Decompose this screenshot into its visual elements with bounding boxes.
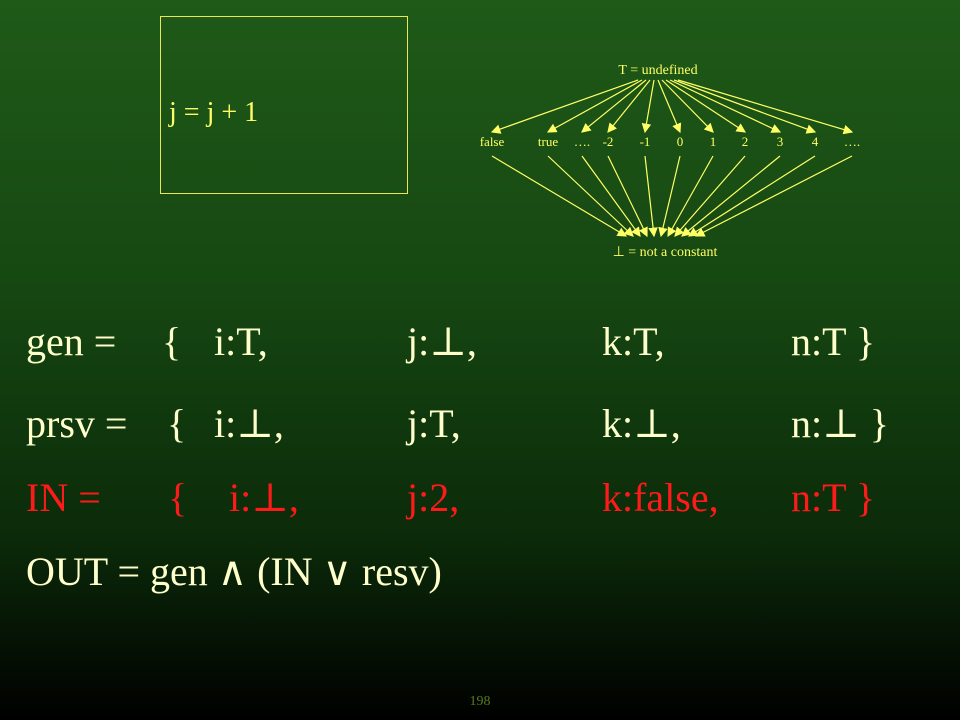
lattice-edge — [677, 79, 854, 135]
lattice-edge — [694, 155, 853, 237]
lattice-value-label: …. — [574, 134, 590, 149]
lattice-edge — [607, 155, 648, 238]
lattice-edge — [490, 79, 639, 134]
lattice-edge — [581, 79, 647, 133]
lattice-bottom-label: ⊥ = not a constant — [613, 245, 718, 260]
lattice-edge — [607, 79, 651, 133]
code-box: j = j + 1 — [160, 16, 408, 194]
lattice-values: false true …. -2 -1 0 1 2 3 4 …. — [480, 134, 860, 149]
lattice-value-label: 0 — [677, 134, 684, 149]
lattice-edge — [546, 79, 643, 133]
lattice-value-label: -1 — [640, 134, 651, 149]
lattice-edge — [657, 79, 682, 134]
lattice-value-label: false — [480, 134, 505, 149]
gen-k: k:T, — [602, 319, 665, 364]
lattice-edge — [681, 155, 781, 237]
lattice-edge — [661, 79, 714, 133]
lattice-edge — [674, 155, 746, 237]
lattice-edge — [644, 155, 658, 238]
slide-number: 198 — [469, 694, 491, 709]
in-i: i:⊥, — [229, 475, 299, 520]
code-statement: j = j + 1 — [169, 97, 259, 128]
lattice-edge — [673, 79, 817, 134]
lattice-value-label: -2 — [603, 134, 614, 149]
lattice-value-label: true — [538, 134, 558, 149]
lattice-edge — [581, 155, 641, 237]
in-k: k:false, — [602, 475, 719, 520]
lattice-top-label: T = undefined — [618, 63, 697, 78]
lattice-value-label: 4 — [812, 134, 819, 149]
lattice-edge — [547, 155, 634, 237]
lattice-edges — [490, 79, 854, 238]
lattice-value-label: 2 — [742, 134, 749, 149]
lattice-value-label: …. — [844, 134, 860, 149]
gen-label: gen = — [26, 319, 117, 364]
lattice-edge — [658, 155, 681, 238]
prsv-n: n:⊥ } — [791, 401, 889, 446]
gen-j: j:⊥, — [407, 319, 477, 364]
lattice-diagram: T = undefined ⊥ = not a constant false tr… — [480, 63, 860, 260]
gen-i: i:T, — [214, 319, 268, 364]
lattice-value-label: 1 — [710, 134, 717, 149]
in-label: IN = — [26, 475, 101, 520]
prsv-i: i:⊥, — [214, 401, 284, 446]
in-brace: { — [168, 475, 188, 520]
lattice-edge — [667, 155, 714, 238]
prsv-j: j:T, — [407, 401, 461, 446]
in-j: j:2, — [407, 475, 460, 520]
lattice-edge — [687, 155, 816, 237]
lattice-edge — [665, 79, 747, 133]
gen-brace: { — [162, 319, 182, 364]
in-n: n:T } — [791, 475, 876, 520]
lattice-edge — [491, 155, 628, 237]
gen-n: n:T } — [791, 319, 876, 364]
prsv-brace: { — [167, 401, 187, 446]
prsv-label: prsv = — [26, 401, 128, 446]
prsv-k: k:⊥, — [602, 401, 681, 446]
out-equation: OUT = gen ∧ (IN ∨ resv) — [26, 549, 442, 594]
lattice-edge — [669, 79, 782, 133]
lattice-edge — [641, 79, 655, 134]
lattice-value-label: 3 — [777, 134, 784, 149]
